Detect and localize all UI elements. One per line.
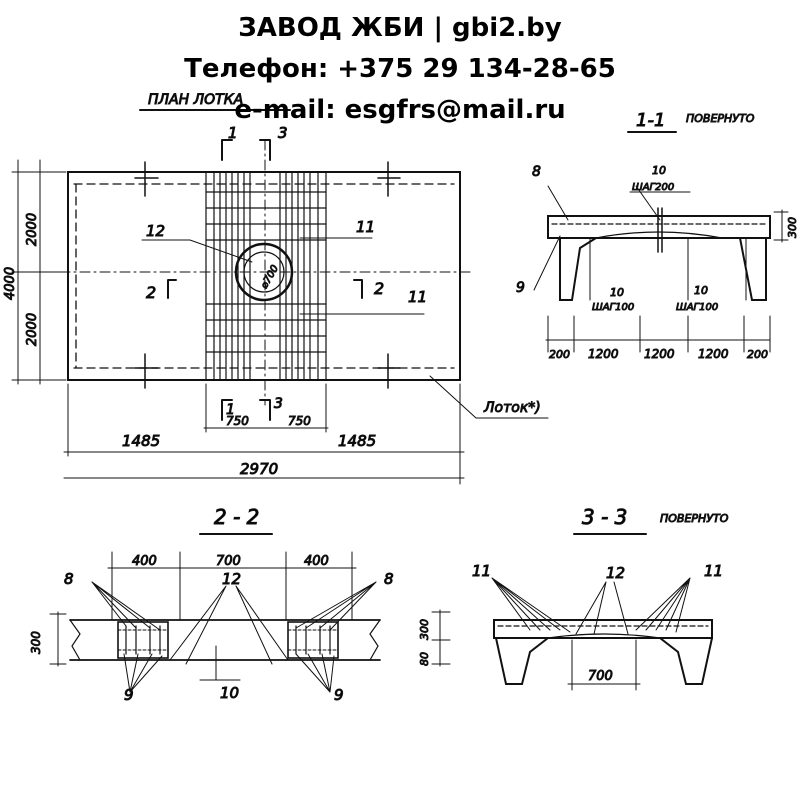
section-3-3-label-11-left: 11	[472, 562, 491, 580]
section-3-3-height: 300	[418, 619, 431, 640]
section-2-2-dim-400-left: 400	[132, 554, 157, 569]
section-1-1-dim-200-right: 200	[747, 348, 768, 361]
plan-title: ПЛАН ЛОТКА	[148, 92, 243, 108]
section-3-3-label-11-right: 11	[704, 562, 723, 580]
plan-dim-2000-bottom: 2000	[25, 313, 40, 346]
section-2-2-rebar-cage-right	[287, 621, 339, 659]
plan-rebar-mesh	[205, 171, 327, 381]
section-1-1-dim-1200-b: 1200	[644, 347, 675, 361]
plan-opening	[234, 242, 294, 302]
section-1-1-note: ПОВЕРНУТО	[686, 112, 755, 125]
plan-dim-2000-top: 2000	[25, 213, 40, 246]
section-1-1: 1-1 ПОВЕРНУТО 8 9 10 ШАГ200 10 ШАГ100 10…	[516, 110, 800, 362]
section-2-2-label-8-left: 8	[64, 570, 74, 588]
section-2-2-label-12: 12	[222, 570, 241, 588]
section-1-1-label-9: 9	[516, 280, 525, 296]
section-3-3: 3 - 3 ПОВЕРНУТО 300 80 700 11 11 12	[418, 505, 729, 691]
section-1-1-label-10-right: 10	[694, 284, 708, 297]
section-2-2-label-9-right: 9	[334, 686, 344, 704]
plan-dim-1485-left: 1485	[122, 432, 160, 450]
section-1-1-step-left: ШАГ100	[592, 302, 634, 313]
plan-cut-1-top: 1	[228, 124, 238, 142]
section-1-1-label-10-top: 10	[652, 164, 666, 177]
plan-dim-1485-right: 1485	[338, 432, 376, 450]
plan-label-11a: 11	[356, 218, 375, 236]
banner: ЗАВОД ЖБИ | gbi2.by Телефон: +375 29 134…	[0, 8, 800, 131]
section-2-2-title: 2 - 2	[214, 505, 259, 529]
plan-label-11b: 11	[408, 288, 427, 306]
plan-dim-750-right: 750	[288, 414, 311, 428]
plan-cut-1-bottom: 1	[226, 402, 235, 418]
plan-cut-3-bottom: 3	[274, 396, 283, 412]
section-1-1-dim-200-left: 200	[549, 348, 570, 361]
section-2-2-height: 300	[29, 631, 43, 654]
section-1-1-height: 300	[786, 217, 799, 238]
section-1-1-label-10-left: 10	[610, 286, 624, 299]
section-2-2-dim-400-right: 400	[304, 554, 329, 569]
section-3-3-label-12: 12	[606, 564, 625, 582]
banner-line-2: Телефон: +375 29 134-28-65	[184, 54, 616, 84]
plan-dim-2970: 2970	[240, 460, 278, 478]
section-1-1-dim-1200-a: 1200	[588, 347, 619, 361]
section-3-3-width: 700	[588, 669, 613, 684]
banner-line-1: ЗАВОД ЖБИ | gbi2.by	[238, 13, 562, 43]
section-3-3-depth: 80	[418, 652, 431, 666]
plan-cut-2-left: 2	[146, 283, 156, 302]
section-2-2-dim-700: 700	[216, 554, 241, 569]
section-1-1-dim-1200-c: 1200	[698, 347, 729, 361]
plan-dim-750-left: 750	[226, 414, 249, 428]
section-3-3-note: ПОВЕРНУТО	[660, 512, 729, 525]
plan-label-12: 12	[146, 222, 165, 240]
plan-cut-3-top: 3	[278, 124, 288, 142]
section-2-2-label-9-left: 9	[124, 686, 134, 704]
plan-cut-2-right: 2	[374, 279, 384, 298]
section-1-1-step-top: ШАГ200	[632, 182, 674, 193]
section-3-3-title: 3 - 3	[582, 505, 627, 529]
plan-tray-callout: Лоток*)	[483, 400, 541, 416]
banner-line-3: e-mail: esgfrs@mail.ru	[234, 95, 566, 125]
section-1-1-label-8: 8	[532, 164, 541, 180]
section-2-2-label-8-right: 8	[384, 570, 394, 588]
section-2-2: 2 - 2 400 700 400 300 8 8 12 9 9 10	[29, 505, 395, 705]
section-1-1-title: 1-1	[636, 110, 665, 131]
plan-dim-4000: 4000	[3, 267, 18, 300]
plan-view: ПЛАН ЛОТКА ⌀700 1 3 1 3 2 2 12 11	[3, 92, 549, 485]
section-2-2-label-10: 10	[220, 684, 239, 702]
section-1-1-step-right: ШАГ100	[676, 302, 718, 313]
